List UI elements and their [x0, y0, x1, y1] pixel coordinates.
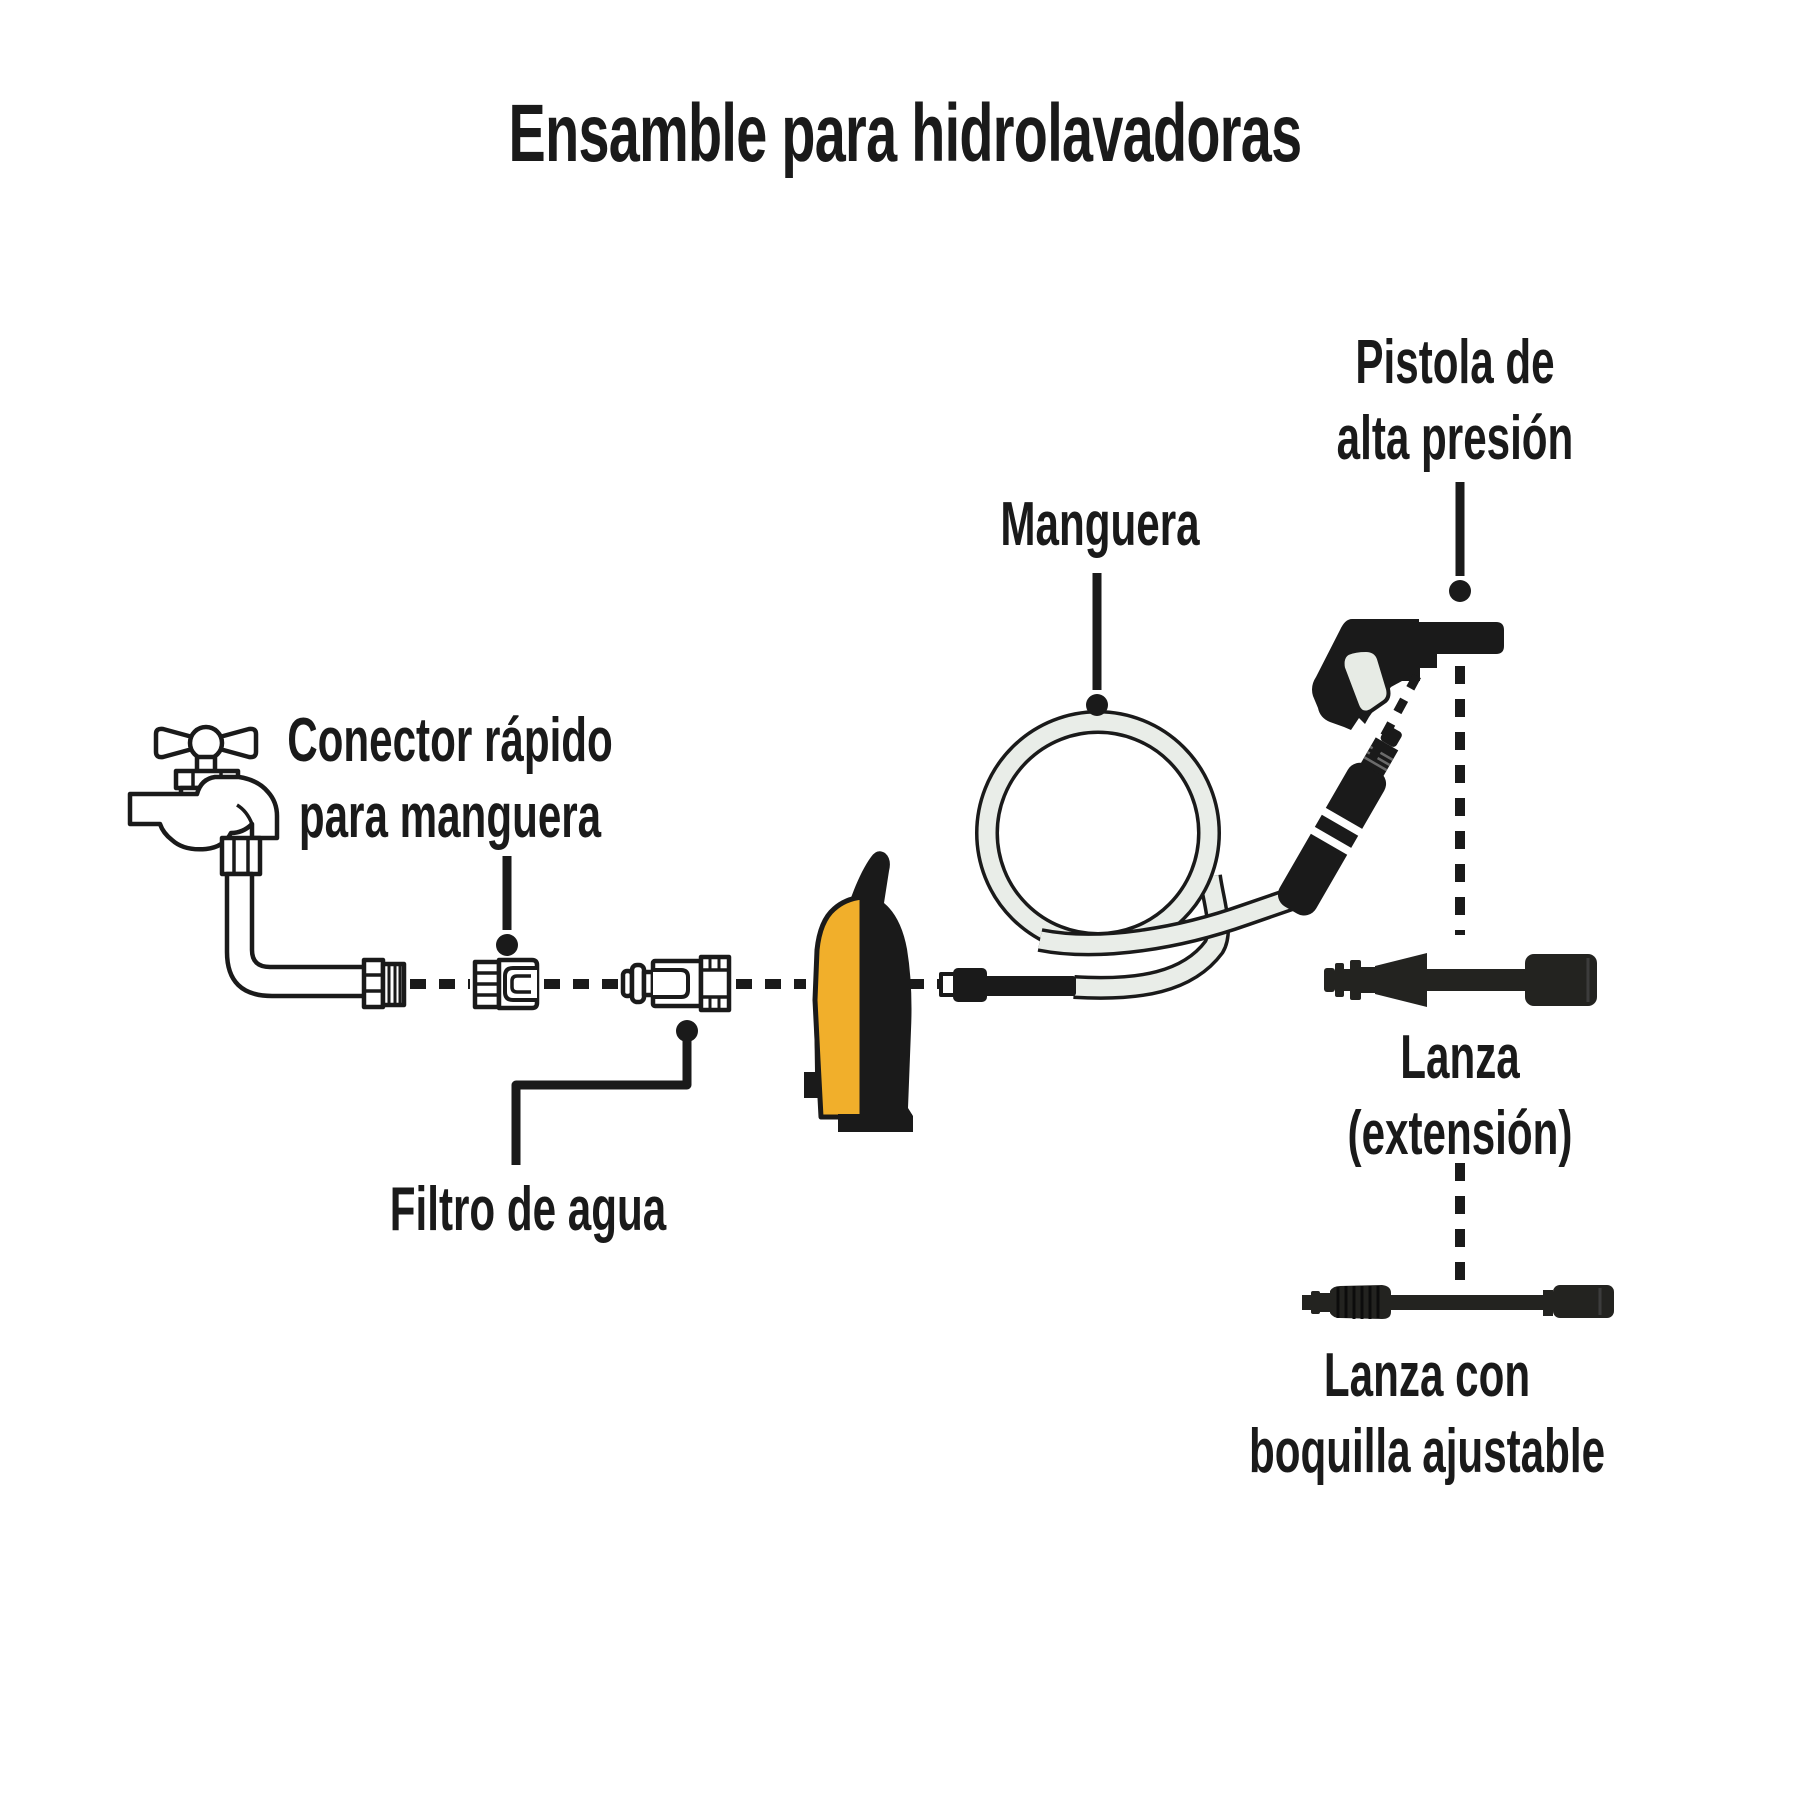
faucet-coupling-nut	[219, 835, 263, 877]
label-manguera: Manguera	[1000, 490, 1200, 559]
water-faucet-illustration	[127, 724, 407, 1010]
label-filtro: Filtro de agua	[389, 1175, 667, 1244]
pressure-washer-illustration	[804, 851, 913, 1132]
filter-nut	[698, 954, 732, 1013]
gun-body	[1312, 619, 1504, 730]
quick-hose-connector-illustration	[472, 957, 540, 1011]
label-lanza-ext-line1: Lanza	[1400, 1023, 1520, 1092]
label-conector-line2: para manguera	[298, 781, 602, 851]
label-leaders	[496, 482, 1471, 1165]
hose-illustration	[975, 710, 1304, 1000]
leader-dot-conector	[496, 934, 518, 956]
leader-dot-pistola	[1449, 580, 1471, 602]
grip-stripe	[1308, 825, 1354, 857]
gun-trigger	[1340, 648, 1391, 715]
label-lanza-boquilla: Lanza con boquilla ajustable	[1249, 1338, 1605, 1489]
lance-adjustable-nozzle-illustration	[1302, 1285, 1614, 1319]
label-lanza-boq-line2: boquilla ajustable	[1248, 1416, 1606, 1486]
faucet-pipe	[224, 871, 369, 999]
label-pistola-line1: Pistola de	[1355, 328, 1555, 397]
hose-pump-connector-illustration	[939, 968, 1076, 1002]
label-conector-rapido: Conector rápido para manguera	[287, 703, 613, 854]
lance-extension-illustration	[1324, 953, 1597, 1007]
washer-panel-yellow	[812, 894, 865, 1120]
gun-grip-dashed-link	[1362, 673, 1421, 773]
faucet-body	[127, 774, 280, 852]
pipe-hex-collar	[361, 957, 386, 1010]
label-pistola: Pistola de alta presión	[1337, 325, 1574, 476]
pressure-gun-illustration	[1312, 619, 1504, 730]
label-conector-line1: Conector rápido	[287, 706, 613, 775]
label-lanza-extension: Lanza (extensión)	[1348, 1020, 1573, 1171]
label-lanza-ext-line2: (extensión)	[1347, 1098, 1573, 1168]
water-filter-illustration	[620, 954, 732, 1013]
label-lanza-boq-line1: Lanza con	[1323, 1341, 1531, 1410]
grip-stripe	[1319, 806, 1365, 838]
faucet-handle-right-wing	[213, 726, 259, 760]
leader-dot-manguera	[1086, 694, 1108, 716]
hose-grip-illustration	[1277, 726, 1402, 916]
diagram-title: Ensamble para hidrolavadoras	[508, 88, 1303, 179]
faucet-handle-hub	[187, 724, 225, 762]
faucet-handle-left-wing	[153, 726, 199, 760]
washer-base	[838, 1114, 912, 1132]
label-pistola-line2: alta presión	[1336, 403, 1574, 473]
